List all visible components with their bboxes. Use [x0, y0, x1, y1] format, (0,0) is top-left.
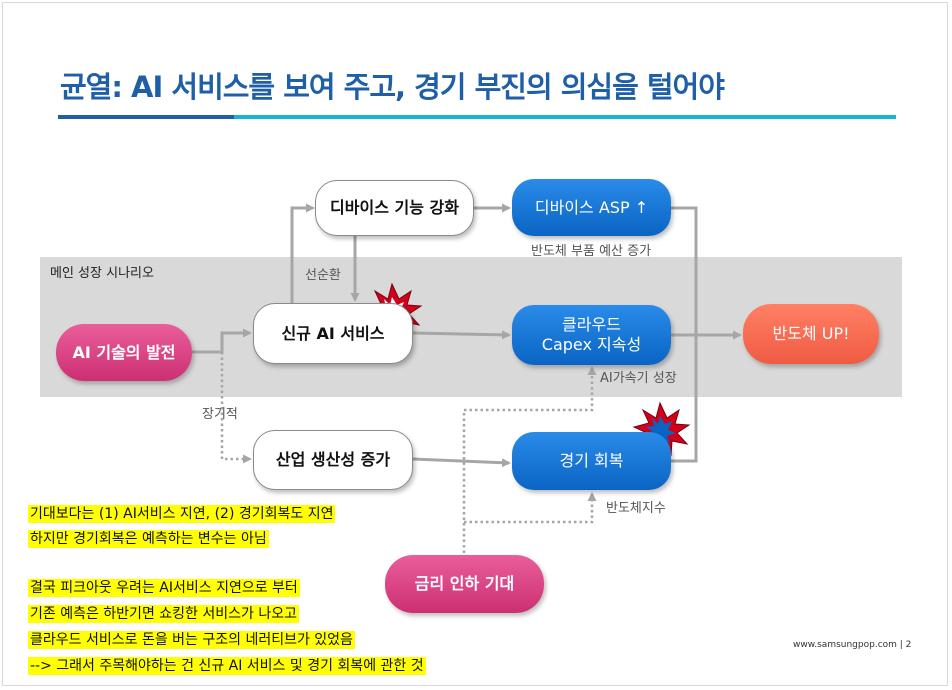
node-production: 산업 생산성 증가 [253, 430, 413, 490]
node-cloud-line1: 클라우드 [562, 315, 621, 334]
title-underline-light [234, 115, 896, 119]
node-device-boost: 디바이스 기능 강화 [315, 180, 474, 236]
node-new-ai-service: 신규 AI 서비스 [253, 303, 413, 364]
dotted-arrow-rate-to-economy [464, 492, 597, 524]
node-economy: 경기 회복 [512, 432, 671, 490]
node-device-asp: 디바이스 ASP ↑ [512, 179, 671, 236]
dotted-arrow-rate-to-cloud [462, 366, 597, 553]
footer-site-page: www.samsungpop.com | 2 [793, 640, 912, 650]
node-semi-up: 반도체 UP! [743, 304, 879, 364]
main-scenario-label: 메인 성장 시나리오 [50, 266, 154, 281]
dotted-arrow-long-term [220, 352, 252, 464]
note-line-2: 하지만 경기회복은 예측하는 변수는 아님 [28, 530, 269, 548]
arrow-asp-connector [671, 206, 698, 335]
label-ai-accel: AI가속기 성장 [600, 371, 677, 386]
note-line-5: 클라우드 서비스로 돈을 버는 구조의 네러티브가 있었음 [28, 631, 355, 649]
slide-title: 균열: AI 서비스를 보여 주고, 경기 부진의 의심을 털어야 [60, 70, 725, 104]
arrow-new-service-to-cloud [412, 330, 511, 340]
label-semi-parts-budget: 반도체 부품 예산 증가 [531, 244, 652, 259]
label-virtuous-cycle: 선순환 [305, 268, 341, 283]
arrow-new-service-to-device [290, 203, 315, 303]
node-ai-tech: AI 기술의 발전 [56, 324, 192, 381]
title-underline-dark [58, 115, 234, 119]
note-line-1: 기대보다는 (1) AI서비스 지연, (2) 경기회복도 지연 [28, 505, 336, 523]
arrow-ai-to-new-service [192, 328, 252, 354]
arrow-economy-connector [671, 335, 698, 463]
arrow-production-to-economy [412, 457, 511, 468]
node-rate-cut: 금리 인하 기대 [385, 555, 544, 613]
node-cloud-capex: 클라우드 Capex 지속성 [512, 305, 671, 365]
note-line-3: 결국 피크아웃 우려는 AI서비스 지연으로 부터 [28, 579, 300, 597]
label-long-term: 장기적 [202, 407, 238, 422]
node-cloud-line2: Capex 지속성 [541, 335, 642, 354]
note-line-6: --> 그래서 주목해야하는 건 신규 AI 서비스 및 경기 회복에 관한 것 [28, 657, 426, 675]
label-semi-index: 반도체지수 [606, 501, 666, 516]
note-line-4: 기존 예측은 하반기면 쇼킹한 서비스가 나오고 [28, 605, 299, 623]
